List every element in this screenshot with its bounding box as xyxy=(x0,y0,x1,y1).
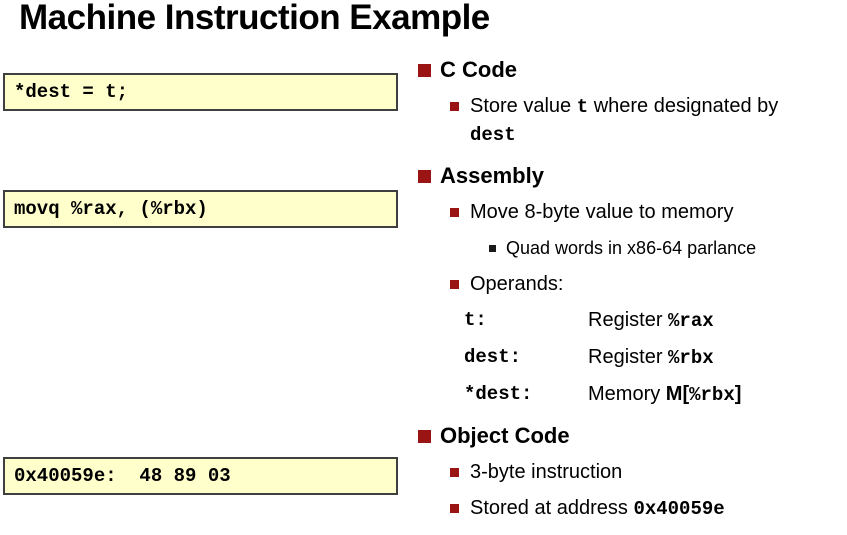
text-segment: Move 8-byte value to memory xyxy=(470,201,734,223)
bullet-square-icon xyxy=(450,208,459,217)
bullet-square-icon xyxy=(418,169,431,183)
code-text: %rax xyxy=(668,310,714,332)
bullet-square-icon xyxy=(450,280,459,289)
bullet-item: 3-byte instruction xyxy=(418,459,847,486)
c-code-box: *dest = t; xyxy=(3,73,398,111)
text-line: Stored at address 0x40059e xyxy=(470,495,847,523)
bullet-text: Move 8-byte value to memory xyxy=(470,199,847,226)
object-code-text: 0x40059e: 48 89 03 xyxy=(14,465,231,487)
bullet-square-icon xyxy=(450,102,459,111)
operand-label: *dest: xyxy=(464,383,533,405)
bullet-item: Quad words in x86-64 parlance xyxy=(418,235,847,262)
c-code-text: *dest = t; xyxy=(14,81,129,103)
object-code-box: 0x40059e: 48 89 03 xyxy=(3,457,398,495)
text-line: 3-byte instruction xyxy=(470,459,847,486)
code-text: %rbx xyxy=(689,384,735,406)
text-line: dest xyxy=(470,121,847,149)
section-heading: C Code xyxy=(440,57,517,82)
operand-value: Register %rax xyxy=(588,307,714,335)
bullet-text: Stored at address 0x40059e xyxy=(470,495,847,523)
bullet-text: Quad words in x86-64 parlance xyxy=(506,235,847,262)
section-heading-row: Assembly xyxy=(418,161,847,191)
text-segment: Stored at address xyxy=(470,497,634,519)
bullet-item: Move 8-byte value to memory xyxy=(418,199,847,226)
code-text: t xyxy=(576,96,589,118)
assembly-box: movq %rax, (%rbx) xyxy=(3,190,398,228)
bullet-item: Store value t where designated by dest xyxy=(418,93,847,149)
bullet-square-icon xyxy=(450,504,459,513)
text-line: Move 8-byte value to memory xyxy=(470,199,847,226)
operand-row: t: Register %rax xyxy=(464,307,847,335)
text-segment: ] xyxy=(734,383,742,405)
section-heading-row: Object Code xyxy=(418,421,847,451)
text-segment: Store value xyxy=(470,95,577,117)
bullet-square-icon xyxy=(450,468,459,477)
operand-value: Memory M[%rbx] xyxy=(588,381,741,409)
text-line: Operands: xyxy=(470,271,847,298)
bullet-item: Operands: xyxy=(418,271,847,298)
operand-row: *dest: Memory M[%rbx] xyxy=(464,381,847,409)
operand-label: dest: xyxy=(464,346,522,368)
text-segment: M[ xyxy=(665,383,690,405)
text-segment: 3-byte instruction xyxy=(470,461,623,483)
page-title: Machine Instruction Example xyxy=(19,0,490,37)
section-heading: Assembly xyxy=(440,163,544,188)
code-text: dest xyxy=(470,124,516,146)
text-segment: Operands: xyxy=(470,273,564,295)
section-heading: Object Code xyxy=(440,423,570,448)
text-segment: where designated by xyxy=(588,95,779,117)
assembly-text: movq %rax, (%rbx) xyxy=(14,198,208,220)
bullet-square-icon xyxy=(418,429,431,443)
text-line: Store value t where designated by xyxy=(470,93,847,121)
bullet-text: 3-byte instruction xyxy=(470,459,847,486)
text-segment: Register xyxy=(588,346,669,368)
code-text: 0x40059e xyxy=(633,498,725,520)
text-segment: Memory xyxy=(588,383,666,405)
code-text: %rbx xyxy=(668,347,714,369)
bullet-square-icon xyxy=(489,245,496,252)
operand-value: Register %rbx xyxy=(588,344,714,372)
bullet-square-icon xyxy=(418,63,431,77)
operand-row: dest: Register %rbx xyxy=(464,344,847,372)
text-segment: Register xyxy=(588,309,669,331)
section-heading-row: C Code xyxy=(418,55,847,85)
text-segment: Quad words in x86-64 parlance xyxy=(506,238,757,258)
bullet-item: Stored at address 0x40059e xyxy=(418,495,847,523)
bullet-text: Operands: xyxy=(470,271,847,298)
bullet-text: Store value t where designated by dest xyxy=(470,93,847,149)
text-line: Quad words in x86-64 parlance xyxy=(506,235,847,262)
operand-label: t: xyxy=(464,309,487,331)
